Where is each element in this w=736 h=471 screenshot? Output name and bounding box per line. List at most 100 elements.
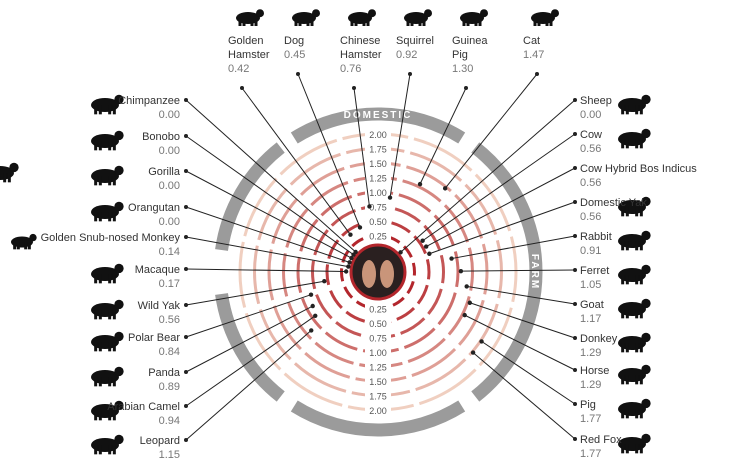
- anchor-dot: [296, 72, 300, 76]
- animal-name: Red Fox: [580, 434, 622, 446]
- scale-label: 1.25: [369, 363, 387, 373]
- wild-yak-icon: [91, 299, 124, 320]
- anchor-dot: [184, 98, 188, 102]
- value-dot: [349, 255, 354, 261]
- value-dot: [309, 328, 314, 333]
- ferret-icon: [618, 264, 651, 285]
- animal-name: Squirrel: [396, 35, 434, 47]
- rabbit-icon: [618, 230, 651, 251]
- hand-icon: [362, 260, 376, 288]
- anchor-dot: [573, 402, 577, 406]
- value-dot: [347, 260, 352, 265]
- sector-band-segment: [290, 400, 466, 437]
- fox-icon: [618, 433, 651, 454]
- animal-value: 1.15: [158, 449, 180, 461]
- value-dot: [464, 284, 469, 289]
- connector-line: [297, 73, 361, 228]
- animal-name: Pig: [580, 399, 596, 411]
- animal-name: Golden Snub-nosed Monkey: [40, 232, 180, 244]
- anchor-dot: [573, 336, 577, 340]
- sheep-icon: [618, 94, 651, 115]
- horse-icon: [618, 364, 651, 385]
- anchor-dot: [573, 437, 577, 441]
- scale-label: 0.25: [369, 232, 387, 242]
- animal-value: 0.00: [158, 109, 180, 121]
- pig-icon: [618, 398, 651, 419]
- animal-name: Horse: [580, 365, 610, 377]
- scale-label: 1.75: [369, 392, 387, 402]
- animal-value: 0.76: [340, 63, 362, 75]
- connector-line: [185, 294, 312, 338]
- anchor-dot: [573, 368, 577, 372]
- cat-icon: [531, 9, 559, 26]
- animal-name: Polar Bear: [128, 332, 180, 344]
- connector-line: [389, 73, 411, 198]
- connector-line: [444, 73, 538, 189]
- animal-value: 0.17: [158, 278, 180, 290]
- value-dot: [343, 269, 349, 274]
- scale-label: 1.25: [369, 174, 387, 184]
- scale-label: 1.00: [369, 348, 387, 358]
- anchor-dot: [184, 267, 188, 271]
- animal-name: Cow: [580, 129, 603, 141]
- value-dot: [423, 244, 429, 249]
- animal-value: 1.77: [580, 413, 602, 425]
- value-dot: [398, 250, 403, 255]
- connector-line: [185, 315, 316, 407]
- animal-name: Cow Hybrid Bos Indicus: [580, 163, 697, 175]
- scale-label: 0.75: [369, 334, 387, 344]
- anchor-dot: [184, 404, 188, 408]
- anchor-dot: [573, 98, 577, 102]
- animal-label: Red Fox 1.77: [580, 433, 736, 461]
- animal-value: 0.42: [228, 63, 250, 75]
- animal-value: 0.94: [158, 415, 180, 427]
- connector-line: [425, 167, 576, 248]
- domestic-yak-icon: [618, 196, 651, 217]
- value-dot: [420, 238, 425, 243]
- connector-line: [400, 99, 576, 253]
- scale-label: 1.00: [369, 188, 387, 198]
- connector-line: [185, 330, 312, 441]
- anchor-dot: [573, 268, 577, 272]
- animal-value: 1.17: [580, 313, 602, 325]
- connector-line: [422, 133, 576, 242]
- scale-label: 1.50: [369, 159, 387, 169]
- anchor-dot: [184, 303, 188, 307]
- anchor-dot: [184, 134, 188, 138]
- animal-name: Bonobo: [142, 131, 180, 143]
- animal-value: 0.84: [158, 346, 180, 358]
- scale-label: 0.50: [369, 217, 387, 227]
- animal-name: Arabian Camel: [107, 401, 180, 413]
- animal-label: Pig 1.77: [580, 398, 736, 426]
- panda-icon: [91, 366, 124, 387]
- value-dot: [367, 204, 372, 209]
- animal-value: 0.56: [580, 143, 602, 155]
- chinese-hamster-icon: [348, 9, 376, 26]
- monkey-icon: [11, 233, 37, 250]
- anchor-dot: [408, 72, 412, 76]
- animal-value: 1.77: [580, 448, 602, 460]
- anchor-dot: [352, 86, 356, 90]
- animal-value: 0.00: [580, 109, 602, 121]
- animal-name: Golden Hamster: [228, 35, 270, 61]
- anchor-dot: [240, 86, 244, 90]
- animal-value: 0.56: [158, 314, 180, 326]
- animal-name: Dog: [284, 35, 305, 47]
- value-dot: [479, 339, 484, 344]
- value-dot: [449, 256, 454, 261]
- connector-line: [185, 170, 352, 259]
